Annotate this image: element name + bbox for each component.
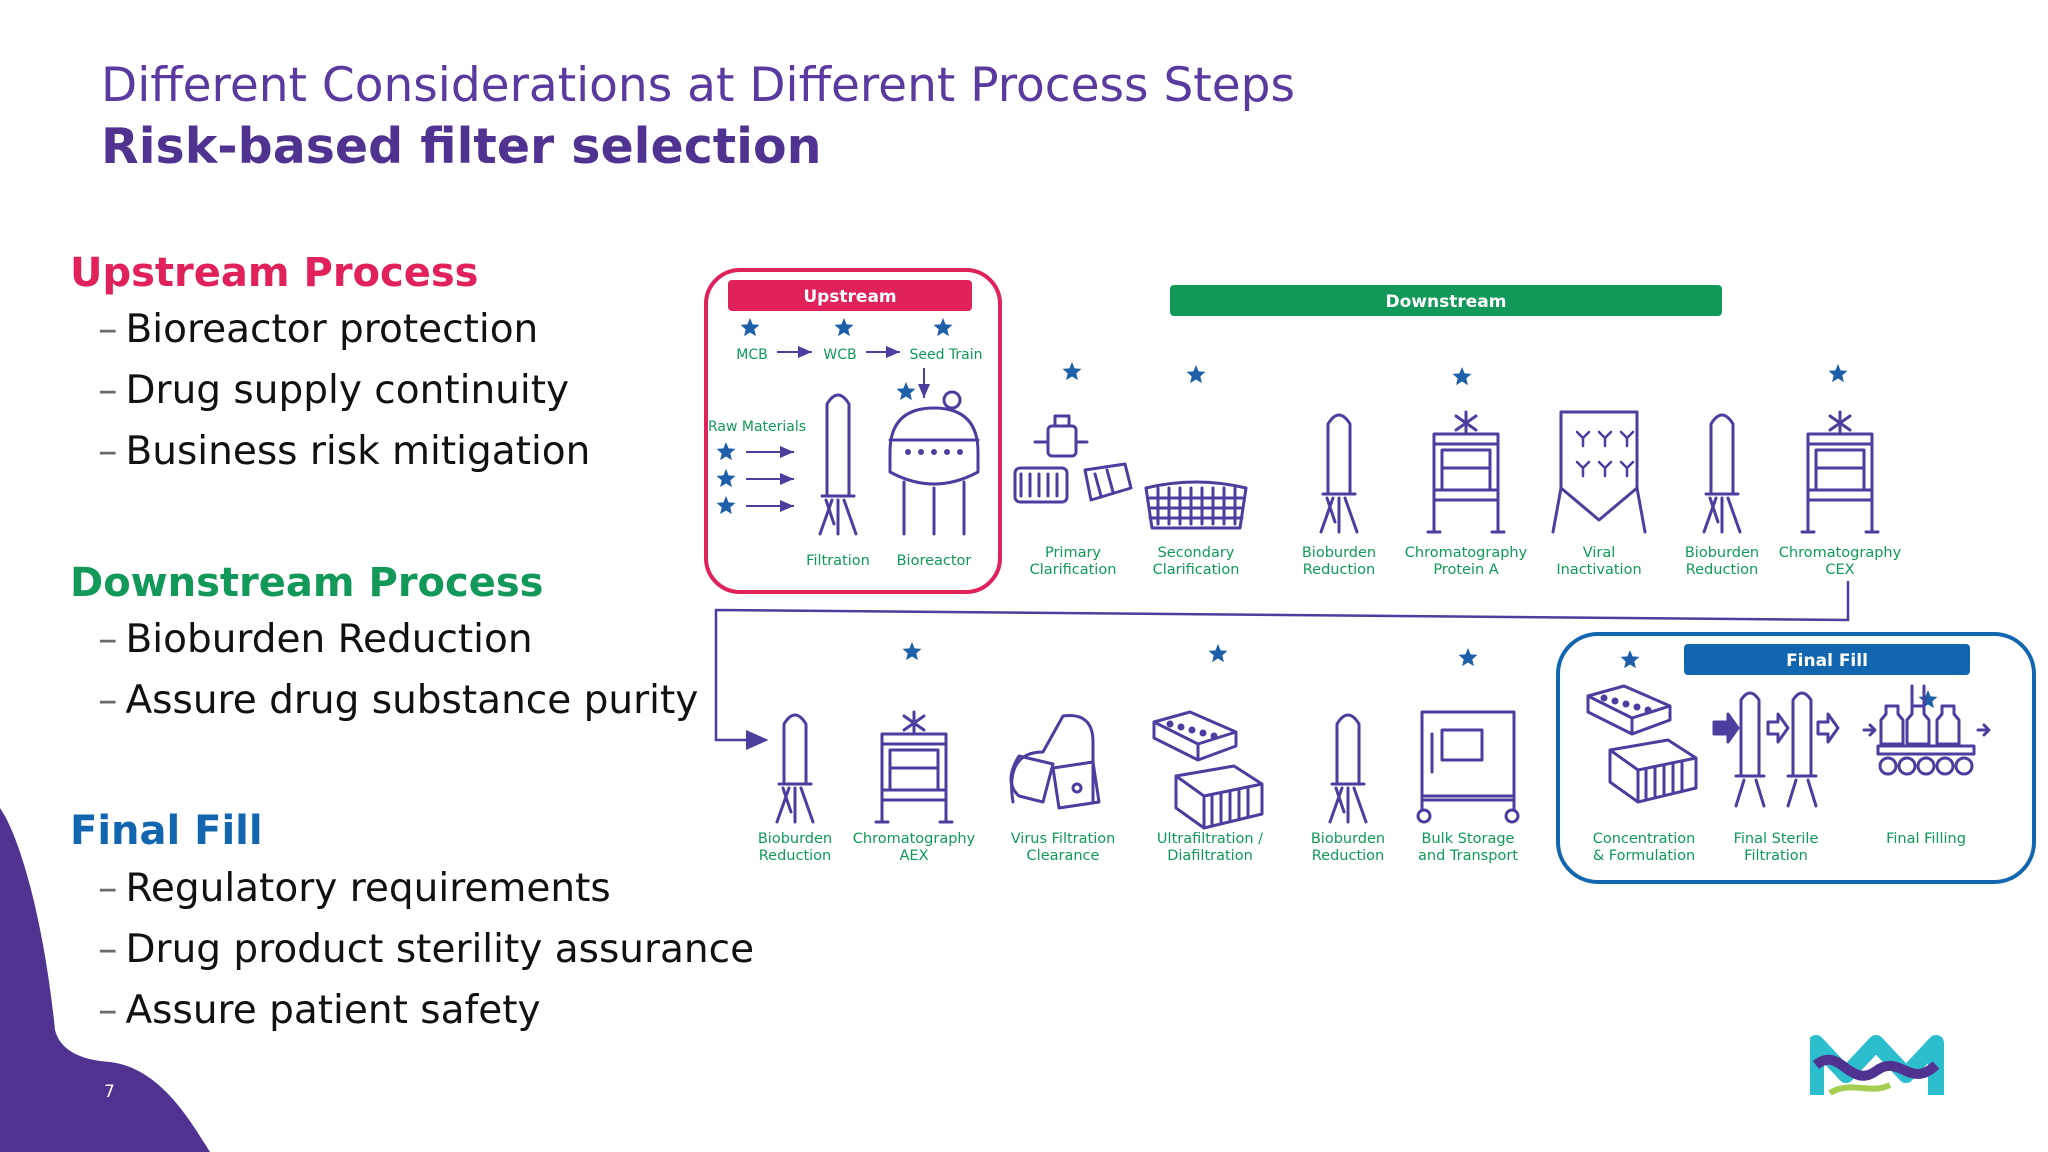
ultrafiltration-cassette-icon bbox=[1586, 684, 1698, 804]
step-label: Filtration bbox=[1744, 848, 1808, 864]
step-label: Bioburden bbox=[1685, 545, 1759, 561]
step-label: Chromatography bbox=[1405, 545, 1528, 561]
step-label: Bioburden bbox=[1311, 831, 1385, 847]
bullet-item: –Drug supply continuity bbox=[98, 368, 570, 413]
star-icon bbox=[896, 382, 916, 401]
bullet-item: –Assure patient safety bbox=[98, 988, 541, 1033]
step-label: Concentration bbox=[1593, 831, 1696, 847]
step-label: Reduction bbox=[759, 848, 832, 864]
slide-title: Different Considerations at Different Pr… bbox=[101, 58, 1295, 113]
step-label: and Transport bbox=[1418, 848, 1518, 864]
depth-filter-icon bbox=[1144, 480, 1248, 530]
star-icon bbox=[716, 469, 736, 488]
bullet-item: –Regulatory requirements bbox=[98, 866, 611, 911]
upstream-frame bbox=[704, 268, 1002, 594]
step-label: Viral bbox=[1583, 545, 1616, 561]
step-label: Secondary bbox=[1158, 545, 1235, 561]
bullet-item: –Business risk mitigation bbox=[98, 429, 591, 474]
step-label: Bioburden bbox=[758, 831, 832, 847]
downstream-bar bbox=[1170, 285, 1722, 316]
star-icon bbox=[1186, 365, 1206, 384]
downstream-heading: Downstream Process bbox=[70, 560, 544, 606]
final-fill-bar bbox=[1684, 644, 1970, 675]
step-label: Final Sterile bbox=[1734, 831, 1819, 847]
step-label: Clarification bbox=[1030, 562, 1117, 578]
filter-cartridge-icon bbox=[818, 393, 858, 536]
step-label: Chromatography bbox=[853, 831, 976, 847]
step-label: & Formulation bbox=[1593, 848, 1695, 864]
step-label: Diafiltration bbox=[1167, 848, 1253, 864]
chromatography-column-icon bbox=[1426, 410, 1506, 534]
step-label: Filtration bbox=[806, 553, 870, 569]
step-label: Bioburden bbox=[1302, 545, 1376, 561]
centrifuge-icon bbox=[1013, 414, 1133, 504]
upstream-bar bbox=[728, 280, 972, 311]
step-label: Primary bbox=[1045, 545, 1101, 561]
bullet-item: –Bioburden Reduction bbox=[98, 617, 533, 662]
sterile-filter-pair-icon bbox=[1712, 691, 1840, 808]
step-label: Bioreactor bbox=[897, 553, 972, 569]
step-label: Reduction bbox=[1312, 848, 1385, 864]
step-label: Clarification bbox=[1153, 562, 1240, 578]
star-icon bbox=[1828, 364, 1848, 383]
bullet-item: –Assure drug substance purity bbox=[98, 678, 699, 723]
icons-layer bbox=[775, 390, 1991, 830]
step-label: Reduction bbox=[1686, 562, 1759, 578]
step-label: Reduction bbox=[1303, 562, 1376, 578]
inactivation-tank-icon bbox=[1551, 410, 1647, 534]
ultrafiltration-cassette-icon bbox=[1152, 710, 1264, 830]
step-label: Protein A bbox=[1433, 562, 1498, 578]
star-icon bbox=[834, 318, 854, 337]
stars-layer bbox=[716, 318, 1938, 709]
bioreactor-icon bbox=[888, 390, 980, 536]
chromatography-column-icon bbox=[1800, 410, 1880, 534]
star-icon bbox=[1452, 367, 1472, 386]
slide-subtitle: Risk-based filter selection bbox=[101, 118, 822, 175]
step-label: Ultrafiltration / bbox=[1157, 831, 1263, 847]
step-label: Bulk Storage bbox=[1422, 831, 1515, 847]
final-fill-frame bbox=[1556, 632, 2036, 884]
step-label: Virus Filtration bbox=[1011, 831, 1116, 847]
step-label: Final Filling bbox=[1886, 831, 1966, 847]
company-logo bbox=[1810, 1035, 1944, 1096]
step-label: Clearance bbox=[1027, 848, 1100, 864]
star-icon bbox=[716, 496, 736, 515]
upstream-heading: Upstream Process bbox=[70, 250, 479, 296]
raw-materials-label: Raw Materials bbox=[708, 419, 806, 435]
step-label: Chromatography bbox=[1779, 545, 1902, 561]
final-fill-bar-label: Final Fill bbox=[1786, 651, 1868, 671]
star-icon bbox=[740, 318, 760, 337]
star-icon bbox=[1620, 650, 1640, 669]
bullet-item: –Drug product sterility assurance bbox=[98, 927, 755, 972]
step-label: Inactivation bbox=[1556, 562, 1641, 578]
wcb-label: WCB bbox=[823, 347, 856, 363]
filter-cartridge-icon bbox=[1319, 413, 1359, 534]
filling-line-icon bbox=[1862, 684, 1991, 776]
chromatography-column-icon bbox=[874, 710, 954, 824]
star-icon bbox=[902, 642, 922, 661]
page-number: 7 bbox=[104, 1082, 115, 1102]
final-fill-heading: Final Fill bbox=[70, 808, 263, 854]
filter-cartridge-icon bbox=[1702, 413, 1742, 534]
star-icon bbox=[1062, 362, 1082, 381]
mcb-label: MCB bbox=[736, 347, 767, 363]
step-label: AEX bbox=[899, 848, 928, 864]
seed-train-label: Seed Train bbox=[909, 347, 982, 363]
star-icon bbox=[933, 318, 953, 337]
flow-connector bbox=[714, 581, 1850, 750]
star-icon bbox=[1458, 648, 1478, 667]
virus-filter-icon bbox=[1009, 714, 1101, 810]
bullet-item: –Bioreactor protection bbox=[98, 307, 539, 352]
bulk-storage-cart-icon bbox=[1416, 710, 1520, 824]
filter-cartridge-icon bbox=[1328, 713, 1368, 824]
upstream-bar-label: Upstream bbox=[803, 287, 896, 307]
downstream-bar-label: Downstream bbox=[1386, 292, 1507, 312]
filter-cartridge-icon bbox=[775, 713, 815, 824]
step-label: CEX bbox=[1825, 562, 1854, 578]
star-icon bbox=[716, 442, 736, 461]
star-icon bbox=[1208, 644, 1228, 663]
